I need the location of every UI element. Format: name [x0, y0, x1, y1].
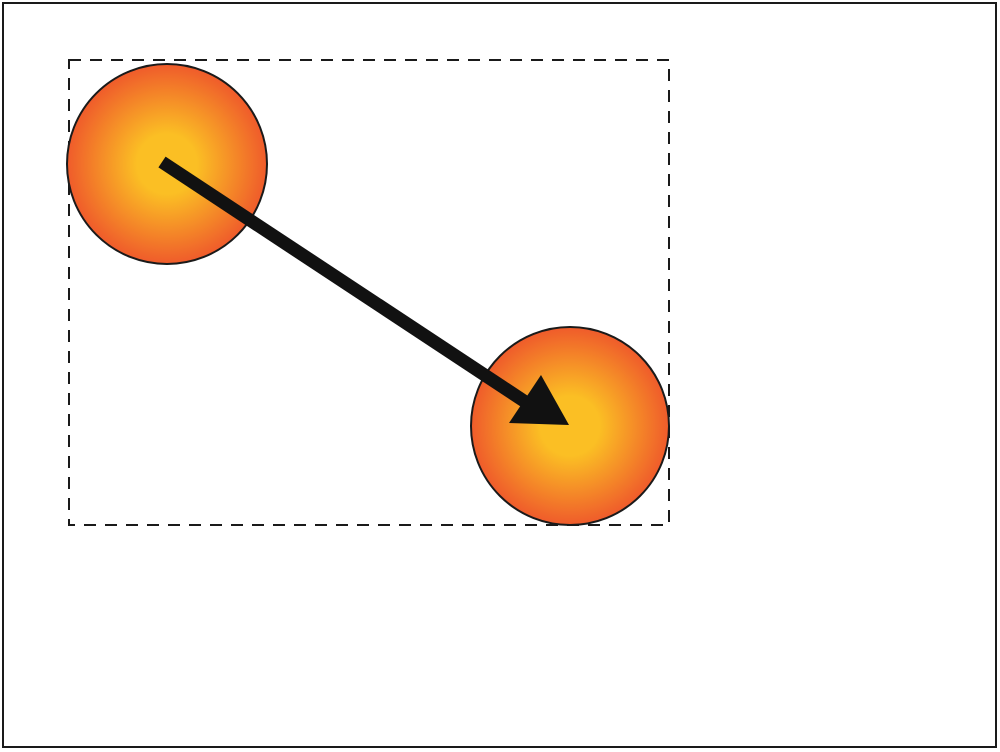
bounding-box	[68, 59, 670, 526]
end-ball	[470, 326, 670, 526]
motion-arrow-head	[509, 375, 569, 425]
motion-arrow-shaft	[158, 156, 531, 409]
